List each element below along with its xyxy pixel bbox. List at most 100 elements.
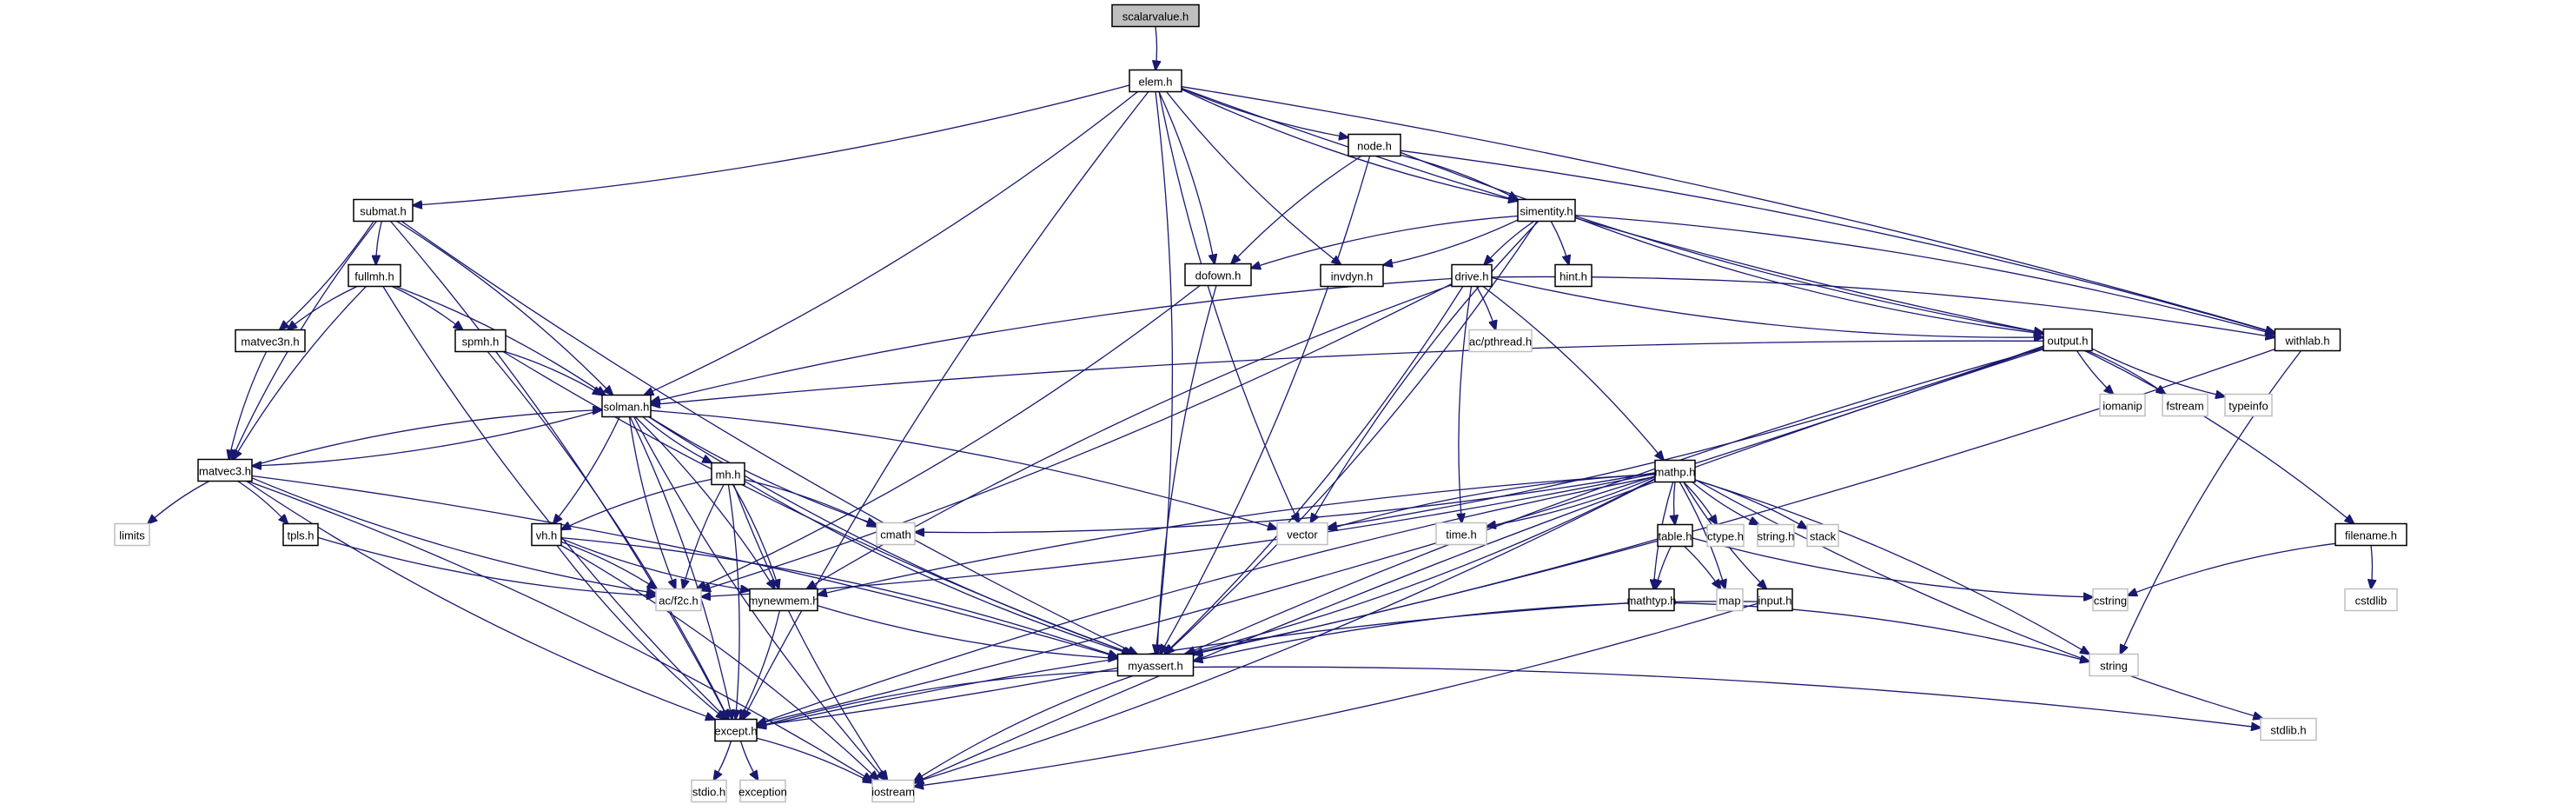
edge-mathp-to-myassert — [1185, 478, 1656, 655]
node-label-stringh: string.h — [1758, 530, 1795, 543]
edge-submat-to-matvec3n — [280, 221, 374, 330]
edge-drive-to-mathp — [1482, 285, 1664, 461]
node-box-mh — [711, 462, 745, 486]
node-box-stdlibh — [2260, 717, 2317, 741]
node-label-tpls: tpls.h — [287, 529, 314, 542]
edge-mathp-to-iostream — [914, 478, 1656, 782]
node-mh[interactable]: mh.h — [711, 462, 745, 486]
node-fullmh[interactable]: fullmh.h — [348, 263, 401, 288]
node-box-stack — [1806, 523, 1839, 548]
node-label-fstream: fstream — [2166, 400, 2203, 413]
node-label-input: input.h — [1758, 595, 1791, 608]
edge-drive-to-time — [1459, 286, 1473, 523]
edge-dofown-to-myassert — [1157, 285, 1217, 655]
node-stringh: string.h — [1757, 523, 1795, 548]
edge-elem-to-solman — [644, 90, 1139, 396]
node-box-cstring — [2092, 588, 2129, 612]
node-vh[interactable]: vh.h — [531, 522, 562, 547]
node-label-scalarvalue: scalarvalue.h — [1122, 10, 1189, 23]
edge-mh-to-myassert — [744, 480, 1131, 655]
edge-output-to-iostream — [914, 349, 2044, 783]
edge-fullmh-to-matvec3 — [234, 286, 367, 460]
node-mynewmem[interactable]: mynewmem.h — [749, 588, 819, 612]
node-withlab[interactable]: withlab.h — [2274, 328, 2341, 352]
edge-node-to-simentity — [1400, 154, 1518, 199]
edge-spmh-to-solman — [504, 350, 602, 396]
edge-drive-to-withlab — [1491, 276, 2275, 337]
node-box-acpthread — [1468, 329, 1533, 353]
node-label-myassert: myassert.h — [1128, 660, 1183, 673]
edge-fullmh-to-matvec3n — [288, 285, 358, 330]
edge-mh-to-mynewmem — [732, 484, 779, 589]
node-box-limits — [114, 522, 150, 547]
node-box-submat — [353, 198, 414, 223]
node-mathp[interactable]: mathp.h — [1654, 459, 1696, 483]
edge-matvec3-to-iostream — [247, 480, 872, 781]
node-box-fstream — [2162, 393, 2208, 417]
node-filename[interactable]: filename.h — [2334, 522, 2407, 547]
node-label-ctype: ctype.h — [1707, 530, 1744, 543]
node-myassert[interactable]: myassert.h — [1116, 653, 1195, 677]
edge-except-to-iostream — [756, 737, 872, 782]
edge-node-to-output — [1400, 151, 2043, 333]
edge-solman-to-acf2c — [628, 416, 675, 589]
node-except[interactable]: except.h — [714, 718, 758, 742]
edge-mynewmem-to-myassert — [817, 605, 1118, 659]
node-cstring: cstring — [2092, 588, 2129, 612]
node-box-output — [2043, 328, 2093, 352]
node-typeinfo: typeinfo — [2224, 393, 2273, 417]
node-fstream: fstream — [2162, 393, 2208, 417]
edges-layer — [148, 26, 2373, 787]
node-scalarvalue[interactable]: scalarvalue.h — [1111, 3, 1200, 28]
node-label-mathp: mathp.h — [1655, 466, 1696, 479]
edge-matvec3-to-limits — [148, 480, 210, 524]
edge-fullmh-to-except — [382, 286, 727, 720]
node-box-exception — [739, 779, 786, 803]
node-output[interactable]: output.h — [2043, 328, 2093, 352]
edge-node-to-myassert — [1160, 156, 1371, 655]
node-cmath: cmath — [876, 522, 916, 546]
edge-simentity-to-myassert — [1165, 221, 1538, 655]
edge-matvec3-to-solman — [251, 410, 602, 467]
node-label-table: table.h — [1658, 530, 1692, 543]
node-node[interactable]: node.h — [1348, 133, 1401, 157]
node-spmh[interactable]: spmh.h — [454, 329, 507, 353]
node-matvec3[interactable]: matvec3.h — [197, 458, 253, 482]
node-box-ctype — [1706, 523, 1745, 548]
node-label-vh: vh.h — [536, 529, 558, 542]
node-iomanip: iomanip — [2099, 393, 2146, 417]
node-invdyn[interactable]: invdyn.h — [1320, 263, 1384, 288]
edge-mh-to-iostream — [732, 484, 888, 781]
node-input[interactable]: input.h — [1757, 588, 1793, 612]
node-stack: stack — [1806, 523, 1839, 548]
node-box-filename — [2334, 522, 2407, 547]
node-elem[interactable]: elem.h — [1129, 69, 1182, 93]
node-box-mynewmem — [749, 588, 818, 612]
node-mathtyp[interactable]: mathtyp.h — [1626, 588, 1677, 612]
edge-solman-to-matvec3 — [252, 409, 603, 467]
node-solman[interactable]: solman.h — [601, 394, 652, 418]
node-drive[interactable]: drive.h — [1451, 263, 1493, 288]
node-label-output: output.h — [2048, 335, 2089, 348]
edge-mh-to-acf2c — [683, 484, 725, 589]
node-matvec3n[interactable]: matvec3n.h — [235, 329, 306, 353]
node-box-stdio — [691, 779, 727, 803]
node-cstdlib: cstdlib — [2344, 588, 2398, 612]
node-table[interactable]: table.h — [1657, 523, 1693, 548]
edge-withlab-to-string — [2121, 350, 2302, 655]
edge-vh-to-except — [556, 545, 725, 720]
node-iostream: iostream — [871, 779, 915, 803]
edge-mathp-to-vector — [1328, 474, 1656, 529]
node-tpls[interactable]: tpls.h — [282, 522, 319, 547]
node-label-except: except.h — [714, 725, 757, 738]
edge-vh-to-myassert — [560, 536, 1118, 657]
edge-filename-to-cstdlib — [2371, 545, 2373, 589]
node-hint[interactable]: hint.h — [1554, 263, 1593, 288]
node-box-vh — [531, 522, 562, 547]
node-box-hint — [1554, 263, 1593, 288]
node-simentity[interactable]: simentity.h — [1517, 198, 1576, 223]
node-box-iostream — [871, 779, 915, 803]
node-submat[interactable]: submat.h — [353, 198, 414, 223]
node-dofown[interactable]: dofown.h — [1184, 263, 1252, 287]
